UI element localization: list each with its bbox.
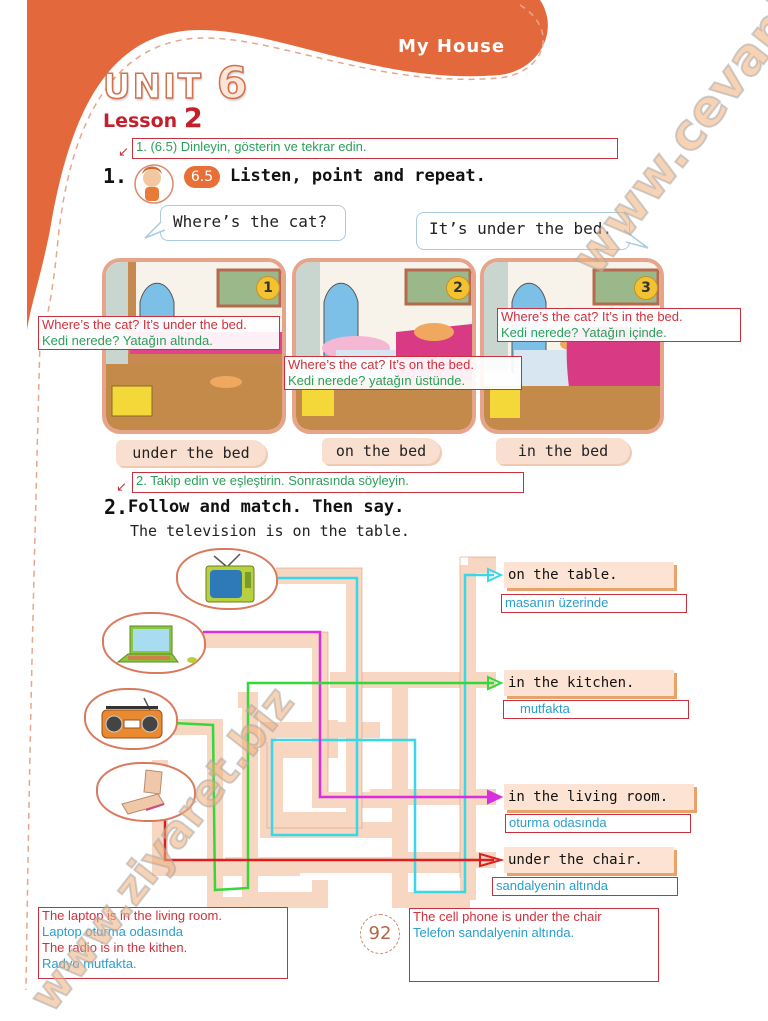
object-laptop[interactable] — [102, 612, 206, 674]
panel-2-label: on the bed — [322, 438, 440, 464]
bubble-tail-icon — [144, 222, 166, 239]
answer-translation-2: mutfakta — [503, 700, 689, 719]
panel-1-note-tr: Kedi nerede? Yatağın altında. — [42, 333, 213, 348]
bottom-note-line: The radio is in the kithen. — [42, 940, 188, 955]
header-orange-shape — [27, 0, 548, 330]
unit-title: My House — [398, 36, 506, 57]
panel-number-badge: 3 — [634, 276, 658, 300]
tv-arrowhead-icon — [487, 567, 504, 583]
header-dashed-left — [25, 339, 41, 991]
speech-bubble-question: Where’s the cat? — [160, 205, 346, 241]
answer-card-in-the-living-room[interactable]: in the living room. — [504, 784, 694, 810]
exercise1-instruction: Listen, point and repeat. — [230, 166, 486, 186]
answer-translation-text: sandalyenin altında — [496, 878, 609, 893]
cell-phone-icon — [121, 769, 165, 815]
scene-panel-3: 3 — [480, 258, 664, 434]
speech-bubble-answer: It’s under the bed. — [416, 212, 630, 250]
bottom-note-left: The laptop is in the living room. Laptop… — [38, 907, 288, 979]
panel-number-badge: 1 — [256, 276, 280, 300]
answer-translation-3: oturma odasında — [505, 814, 691, 833]
bottom-note-line: Telefon sandalyenin altında. — [413, 925, 575, 940]
bottom-note-line: The cell phone is under the chair — [413, 909, 602, 924]
answer-translation-text: oturma odasında — [509, 815, 607, 830]
panel-2-note: Where’s the cat? It’s on the bed. Kedi n… — [284, 356, 522, 390]
panel-1-label: under the bed — [116, 440, 266, 466]
speaker-character-icon — [134, 164, 174, 204]
note-pointer-arrow-icon: ↙ — [118, 145, 129, 160]
exercise1-number: 1. — [103, 164, 128, 188]
bottom-note-line: The laptop is in the living room. — [42, 908, 222, 923]
header-swoosh — [25, 0, 548, 991]
answer-translation-1: masanın üzerinde — [501, 594, 687, 613]
object-television[interactable] — [176, 548, 278, 610]
radio-icon — [101, 697, 163, 739]
radio-arrowhead-icon — [487, 675, 504, 691]
bottom-note-line: Laptop oturma odasında — [42, 924, 183, 939]
header-dashed-outline — [39, 4, 544, 341]
panel-1-note-en: Where’s the cat? It’s under the bed. — [42, 317, 247, 332]
panel-1-note: Where’s the cat? It’s under the bed. Ked… — [38, 316, 280, 350]
laptop-path-line — [203, 630, 494, 799]
unit-heading: UNIT 6 — [102, 57, 250, 110]
answer-translation-text: masanın üzerinde — [505, 595, 609, 610]
panel-3-note-tr: Kedi nerede? Yatağın içinde. — [501, 325, 667, 340]
cell-phone-arrowhead-icon — [479, 852, 505, 868]
exercise2-number: 2. — [104, 495, 129, 519]
exercise2-translation-text: 2. Takip edin ve eşleştirin. Sonrasında … — [136, 473, 409, 488]
exercise2-example: The television is on the table. — [130, 522, 410, 540]
panel-3-note: Where’s the cat? It’s in the bed. Kedi n… — [497, 308, 741, 342]
panel-2-note-tr: Kedi nerede? yatağın üstünde. — [288, 373, 466, 388]
audio-character[interactable] — [130, 160, 178, 204]
maze — [152, 556, 505, 913]
lesson-label: Lesson — [103, 110, 178, 132]
lesson-number: 2 — [183, 103, 203, 134]
bubble-tail-icon — [624, 229, 649, 249]
cell-phone-path-line — [163, 815, 494, 862]
answer-translation-text: mutfakta — [520, 701, 570, 716]
exercise1-translation-text: 1. (6.5) Dinleyin, gösterin ve tekrar ed… — [136, 139, 367, 154]
radio-path-line — [172, 681, 494, 892]
cat-in-bed-illustration — [484, 262, 660, 430]
answer-card-on-the-table[interactable]: on the table. — [504, 562, 674, 588]
answer-translation-4: sandalyenin altında — [492, 877, 678, 896]
unit-label: UNIT — [102, 66, 203, 108]
panel-number-badge: 2 — [446, 276, 470, 300]
exercise2-translation-note: 2. Takip edin ve eşleştirin. Sonrasında … — [132, 472, 524, 493]
bottom-note-line: Radyo mutfakta. — [42, 956, 137, 971]
answer-card-in-the-kitchen[interactable]: in the kitchen. — [504, 670, 674, 696]
exercise1-translation-note: 1. (6.5) Dinleyin, gösterin ve tekrar ed… — [132, 138, 618, 159]
page-number: 92 — [360, 914, 400, 954]
audio-track-badge[interactable]: 6.5 — [184, 166, 220, 188]
bottom-note-right: The cell phone is under the chair Telefo… — [409, 908, 659, 982]
panel-2-note-en: Where’s the cat? It’s on the bed. — [288, 357, 474, 372]
lesson-heading: Lesson 2 — [103, 103, 203, 134]
laptop-icon — [116, 625, 197, 663]
answer-card-under-the-chair[interactable]: under the chair. — [504, 847, 674, 873]
tv-icon — [205, 553, 255, 603]
object-radio[interactable] — [84, 688, 178, 750]
laptop-arrowhead-icon — [487, 789, 504, 805]
exercise2-instruction: Follow and match. Then say. — [128, 497, 405, 517]
panel-3-label: in the bed — [496, 438, 630, 464]
object-cell-phone[interactable] — [96, 762, 196, 822]
panel-3-note-en: Where’s the cat? It’s in the bed. — [501, 309, 683, 324]
unit-number: 6 — [216, 57, 250, 110]
tv-path-line — [270, 573, 494, 894]
note-pointer-arrow-icon: ↙ — [116, 480, 127, 495]
